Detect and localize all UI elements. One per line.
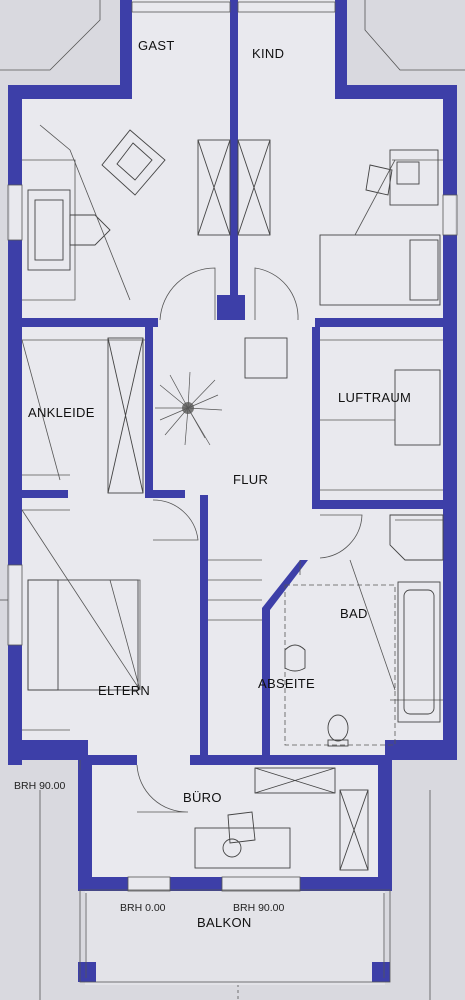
room-label-kind: KIND (252, 46, 284, 61)
wardrobe-kind (237, 139, 271, 236)
abseite-dashed-line (284, 584, 396, 746)
armchair-gast (101, 129, 166, 196)
room-label-bad: BAD (340, 606, 368, 621)
room-label-luftraum: LUFTRAUM (338, 390, 411, 405)
wardrobe-ankleide (21, 337, 144, 494)
plant-flur (155, 371, 223, 446)
bed-eltern (21, 509, 141, 691)
room-label-gast: GAST (138, 38, 175, 53)
room-labels: GAST KIND ANKLEIDE LUFTRAUM FLUR BAD ELT… (28, 38, 411, 930)
room-label-eltern: ELTERN (98, 683, 150, 698)
toilet-bad (327, 714, 349, 747)
brh-label-balkon-b: BRH 90.00 (233, 902, 285, 914)
balcony-railing (79, 889, 391, 983)
room-label-buero: BÜRO (183, 790, 222, 805)
bathtub (397, 581, 441, 723)
annotations: BRH 90.00 BRH 0.00 BRH 90.00 (14, 780, 285, 914)
desk-buero (194, 811, 291, 869)
room-label-flur: FLUR (233, 472, 268, 487)
sink-bad (284, 644, 306, 672)
shower (389, 514, 444, 561)
desk-kind (365, 149, 439, 206)
room-label-balkon: BALKON (197, 915, 252, 930)
doors (136, 267, 363, 813)
cabinet-flur (244, 337, 288, 379)
wardrobe-gast (197, 139, 231, 236)
walls (8, 0, 457, 982)
furniture (21, 124, 444, 983)
luftraum-outline (320, 369, 441, 446)
bed-kind (319, 159, 441, 306)
brh-label-balkon-a: BRH 0.00 (120, 902, 166, 914)
staircase (208, 559, 262, 621)
brh-label-left: BRH 90.00 (14, 780, 66, 792)
room-label-abseite: ABSEITE (258, 676, 315, 691)
shelf-buero (254, 767, 369, 871)
floor-area (10, 0, 455, 985)
room-label-ankleide: ANKLEIDE (28, 405, 95, 420)
windows (7, 1, 458, 892)
slope-gast (39, 124, 131, 301)
desk-gast (27, 189, 111, 271)
